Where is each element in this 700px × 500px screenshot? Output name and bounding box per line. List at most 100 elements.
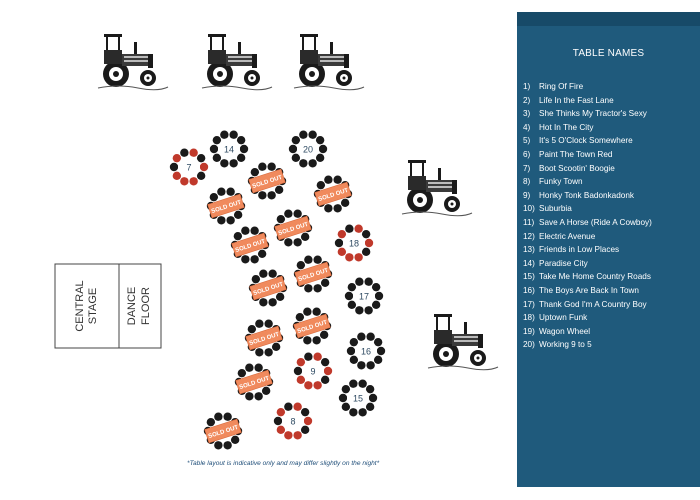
- table-number: 8: [290, 417, 295, 427]
- table-15: 15: [338, 379, 378, 417]
- chair: [365, 384, 375, 394]
- chair: [296, 260, 306, 270]
- chair: [250, 167, 260, 177]
- table-sold-out: SOLD OUT: [293, 255, 333, 293]
- chair: [257, 249, 267, 259]
- chair: [245, 363, 254, 372]
- table-number: 20: [303, 145, 313, 155]
- table-9: 9: [293, 352, 333, 390]
- table-names-panel: TABLE NAMES 1)Ring Of Fire 2)Life In the…: [517, 12, 700, 487]
- chair: [373, 337, 383, 347]
- list-item: 13)Friends in Low Places: [523, 245, 620, 255]
- chair: [366, 332, 375, 341]
- chair: [220, 159, 229, 168]
- table-20: 20: [288, 130, 328, 168]
- chair: [334, 238, 344, 248]
- chair: [264, 348, 273, 357]
- chair: [288, 144, 298, 154]
- list-item: 3)She Thinks My Tractor's Sexy: [523, 109, 647, 119]
- table-number: 15: [353, 394, 363, 404]
- dance-label-line2: FLOOR: [140, 287, 152, 325]
- table-sold-out: SOLD OUT: [206, 187, 246, 225]
- chair: [361, 229, 371, 239]
- chair: [320, 375, 330, 385]
- chair: [275, 292, 285, 302]
- chair: [276, 214, 286, 224]
- chair: [293, 209, 302, 218]
- chair: [274, 185, 284, 195]
- chair: [291, 153, 301, 163]
- list-item: 12)Electric Avenue: [523, 231, 596, 241]
- list-item: 19)Wagon Wheel: [523, 326, 591, 336]
- list-item: 17)Thank God I'm A Country Boy: [523, 299, 647, 309]
- list-item: 18)Uptown Funk: [523, 313, 588, 323]
- chair: [223, 412, 232, 421]
- chair: [371, 282, 381, 292]
- chair: [189, 148, 198, 157]
- chair: [239, 144, 249, 154]
- chair: [364, 277, 373, 286]
- chair: [347, 282, 357, 292]
- chair: [300, 407, 310, 417]
- chair: [324, 175, 333, 184]
- table-top: [282, 410, 304, 432]
- chair: [284, 402, 293, 411]
- chair: [376, 346, 386, 356]
- chair: [261, 386, 271, 396]
- chair: [337, 229, 347, 239]
- tractor-icon: [97, 33, 169, 91]
- chair: [320, 278, 330, 288]
- chair: [345, 253, 354, 262]
- chair: [320, 357, 330, 367]
- list-item: 10)Suburbia: [523, 204, 572, 214]
- chair: [250, 255, 259, 264]
- chair: [374, 291, 384, 301]
- chair: [346, 346, 356, 356]
- chair: [276, 407, 286, 417]
- table-sold-out: SOLD OUT: [230, 226, 270, 264]
- chair: [229, 159, 238, 168]
- chair: [338, 393, 348, 403]
- chair: [169, 162, 179, 172]
- chair: [254, 363, 263, 372]
- chair: [172, 171, 182, 181]
- chair: [304, 352, 313, 361]
- chair: [340, 198, 350, 208]
- chair: [258, 191, 267, 200]
- list-item: 6)Paint The Town Red: [523, 149, 613, 159]
- chair: [245, 392, 254, 401]
- chair: [226, 187, 235, 196]
- chair: [349, 408, 358, 417]
- chair: [316, 180, 326, 190]
- chair: [268, 298, 277, 307]
- chair: [217, 216, 226, 225]
- list-item: 11)Save A Horse (Ride A Cowboy): [523, 217, 652, 227]
- table-top: [343, 232, 365, 254]
- table-number: 14: [224, 145, 234, 155]
- chair: [347, 300, 357, 310]
- chair: [258, 162, 267, 171]
- list-item: 5)It's 5 O'Clock Somewhere: [523, 136, 633, 146]
- list-item: 8)Funky Town: [523, 177, 583, 187]
- table-top: [297, 138, 319, 160]
- chair: [337, 247, 347, 257]
- chair: [189, 177, 198, 186]
- chair: [358, 408, 367, 417]
- chair: [364, 238, 374, 248]
- chair: [299, 130, 308, 139]
- chair: [209, 192, 219, 202]
- table-top: [218, 138, 240, 160]
- chair: [300, 425, 310, 435]
- chair: [308, 159, 317, 168]
- table-number: 16: [361, 347, 371, 357]
- table-16: 16: [346, 332, 386, 370]
- chair: [355, 306, 364, 315]
- chair: [199, 162, 209, 172]
- chair: [312, 336, 321, 345]
- tractor-icon: [293, 33, 365, 91]
- chair: [255, 348, 264, 357]
- tractor-icon: [427, 313, 499, 371]
- list-item: 15)Take Me Home Country Roads: [523, 272, 651, 282]
- chair: [233, 210, 243, 220]
- chair: [223, 441, 232, 450]
